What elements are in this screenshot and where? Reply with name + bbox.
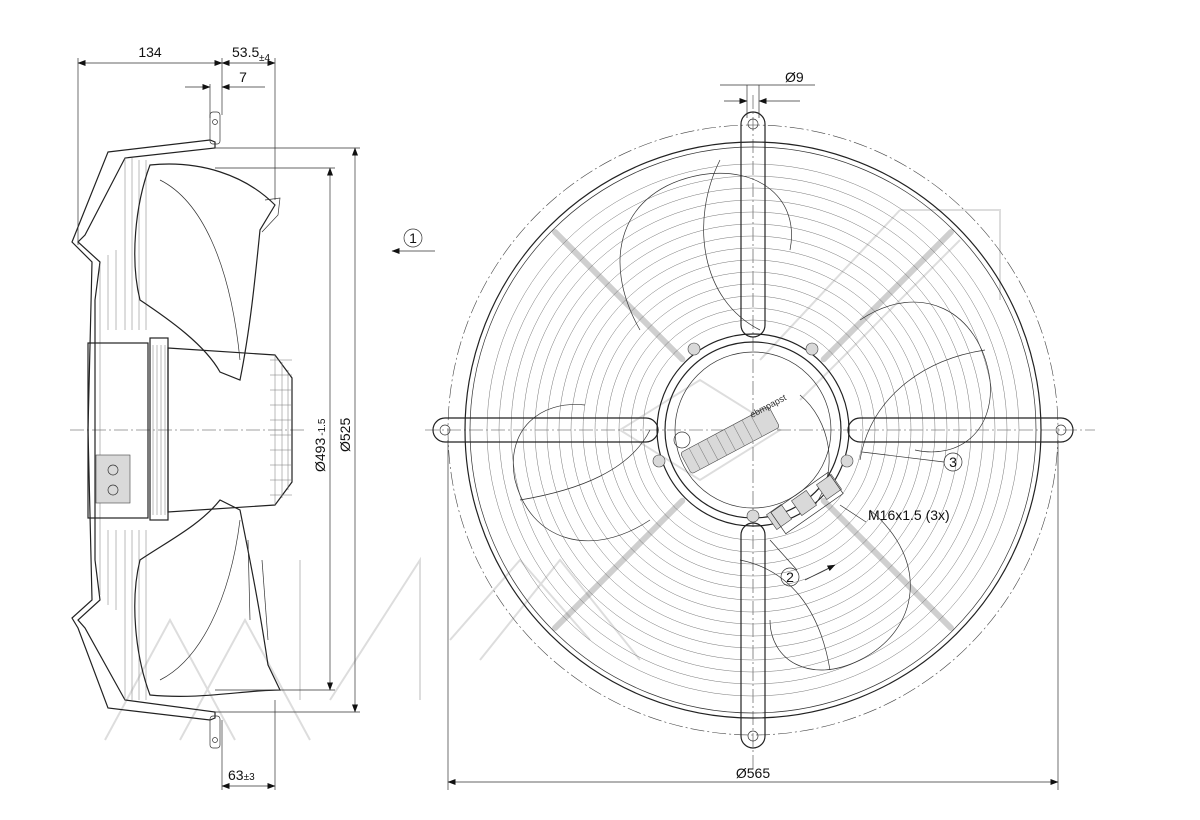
guard-ring (606, 283, 900, 577)
guard-spoke (820, 497, 954, 631)
guard-spoke (820, 229, 954, 363)
guard-ring (594, 271, 912, 589)
guard-ring (582, 259, 924, 601)
svg-text:2: 2 (786, 569, 794, 585)
guard-ring (510, 187, 996, 673)
guard-ring (486, 163, 1020, 697)
guard-spoke (552, 229, 686, 363)
dim-53-5-tolerance: ±4 (259, 53, 270, 64)
callout-3: 3 (861, 451, 963, 472)
side-view: 134 53.5 ±4 7 Ø493-1.5 Ø525 63±3 (70, 44, 360, 790)
dim-63-label: 63±3 (228, 767, 255, 783)
thread-label: M16x1.5 (3x) (868, 507, 950, 523)
dim-493-label: Ø493-1.5 (312, 418, 328, 472)
dim-9-label: Ø9 (785, 69, 804, 85)
dim-565-label: Ø565 (736, 765, 770, 781)
blades (513, 159, 991, 671)
callout-2: 2 (769, 539, 836, 587)
dim-53-5-label: 53.5 (232, 44, 259, 60)
guard-ring (570, 247, 936, 613)
dim-7-label: 7 (239, 69, 247, 85)
guard-ring (498, 175, 1008, 685)
watermark (104, 209, 1001, 741)
guard-ring (618, 295, 888, 565)
guard-spoke (552, 497, 686, 631)
guard-ring (642, 319, 864, 541)
capacitor (680, 406, 780, 474)
dim-525-label: Ø525 (337, 418, 353, 452)
front-view: ebmpapst Ø9 Ø565 M16x1.5 (3x) (425, 69, 1095, 790)
guard-ring (546, 223, 960, 637)
terminal-glands (766, 394, 844, 535)
svg-text:3: 3 (949, 454, 957, 470)
callout-1: 1 (391, 228, 435, 254)
guard-ring (534, 211, 972, 649)
svg-text:1: 1 (409, 230, 417, 246)
dim-134-label: 134 (138, 44, 162, 60)
motor-screws (652, 342, 854, 523)
guard-ring (558, 235, 948, 625)
guard-ring (630, 307, 876, 553)
